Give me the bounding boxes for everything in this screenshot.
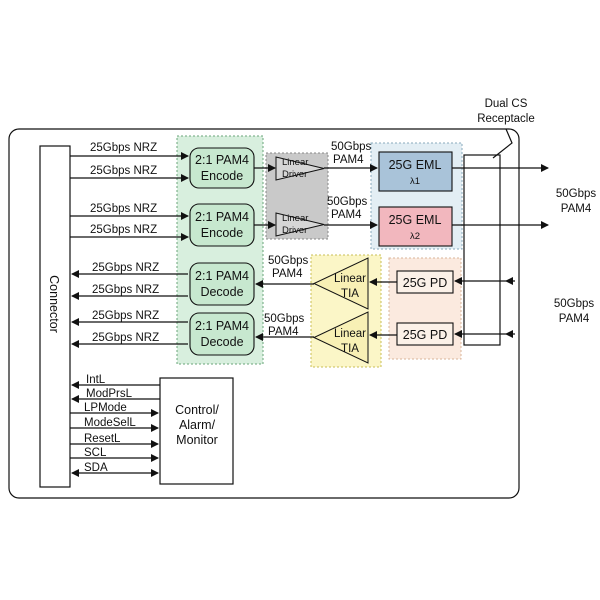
rx-output-label-2: 25Gbps NRZ	[92, 284, 159, 296]
tx-input-label-3: 25Gbps NRZ	[90, 203, 157, 215]
driver-1-line2: Driver	[282, 169, 307, 180]
signal-sda-left-arrowhead	[71, 469, 79, 477]
eml-2-line2: λ2	[410, 231, 420, 242]
tx-rate-2-line1: 50Gbps	[327, 196, 368, 208]
signal-label-sda: SDA	[84, 462, 108, 474]
tia-1-line1: Linear	[334, 273, 366, 285]
encoder-2-line2: Encode	[201, 226, 243, 240]
rx-optical-line1: 50Gbps	[554, 298, 595, 310]
tx-rate-2-line2: PAM4	[331, 209, 362, 221]
encoder-2-line1: 2:1 PAM4	[195, 210, 249, 224]
driver-triangle-2	[275, 212, 325, 237]
tx-rate-1-line1: 50Gbps	[331, 141, 372, 153]
receptacle-block	[463, 154, 501, 346]
rx-rate-2-line1: 50Gbps	[264, 313, 305, 325]
tx-optical-line1: 50Gbps	[556, 188, 597, 200]
eml-1-line2: λ1	[410, 176, 420, 187]
rx-rate-1-line2: PAM4	[272, 268, 303, 280]
decoder-2-line2: Decode	[200, 335, 243, 349]
tia-triangle-1	[312, 257, 369, 310]
tx-input-label-1: 25Gbps NRZ	[90, 142, 157, 154]
driver-2-line2: Driver	[282, 225, 307, 236]
eml-block-1	[378, 151, 453, 192]
decoder-2-line1: 2:1 PAM4	[195, 319, 249, 333]
connector-block	[39, 145, 71, 488]
optical-in-arrowhead-1	[505, 277, 513, 285]
pd-1-label: 25G PD	[403, 276, 447, 290]
pd-2-label: 25G PD	[403, 328, 447, 342]
pd-block-2	[396, 322, 454, 346]
tia-2-line1: Linear	[334, 328, 366, 340]
control-block	[159, 377, 234, 485]
tia-triangle-2	[312, 311, 369, 364]
receptacle-label-line1: Dual CS	[485, 98, 528, 110]
receptacle-pointer	[492, 128, 513, 159]
receptacle-label-line2: Receptacle	[477, 113, 535, 125]
eml-block-2	[378, 206, 453, 247]
decoder-block-2	[189, 312, 255, 356]
tia-2-line2: TIA	[341, 343, 359, 355]
control-line1: Control/	[175, 403, 219, 417]
signal-label-resetl: ResetL	[84, 433, 121, 445]
signal-label-intl: IntL	[86, 374, 106, 386]
signal-label-lpmode: LPMode	[84, 402, 127, 414]
module-outline	[8, 128, 520, 499]
control-line2: Alarm/	[179, 418, 216, 432]
driver-1-line1: Linear	[282, 157, 308, 168]
signal-label-scl: SCL	[84, 447, 107, 459]
tx-optical-line2: PAM4	[561, 203, 592, 215]
rx-output-label-4: 25Gbps NRZ	[92, 332, 159, 344]
encoder-1-line2: Encode	[201, 169, 243, 183]
signal-label-modprsl: ModPrsL	[86, 388, 133, 400]
optical-in-arrowhead-2	[505, 330, 513, 338]
rx-optical-line2: PAM4	[559, 313, 590, 325]
decoder-1-line1: 2:1 PAM4	[195, 269, 249, 283]
rx-output-label-1: 25Gbps NRZ	[92, 262, 159, 274]
rx-rate-2-line2: PAM4	[268, 326, 299, 338]
tx-rate-1-line2: PAM4	[333, 154, 364, 166]
tia-1-line2: TIA	[341, 288, 359, 300]
eml-1-line1: 25G EML	[389, 158, 442, 172]
rx-rate-1-line1: 50Gbps	[268, 255, 309, 267]
eml-2-line1: 25G EML	[389, 213, 442, 227]
signal-label-modesell: ModeSelL	[84, 417, 136, 429]
decoder-block-1	[189, 262, 255, 306]
tx-input-label-4: 25Gbps NRZ	[90, 224, 157, 236]
connector-label: Connector	[47, 275, 61, 333]
encoder-1-line1: 2:1 PAM4	[195, 153, 249, 167]
driver-triangle-1	[275, 156, 325, 181]
rx-output-label-3: 25Gbps NRZ	[92, 310, 159, 322]
decoder-1-line2: Decode	[200, 285, 243, 299]
tx-input-label-2: 25Gbps NRZ	[90, 165, 157, 177]
driver-2-line1: Linear	[282, 213, 308, 224]
control-line3: Monitor	[176, 433, 218, 447]
